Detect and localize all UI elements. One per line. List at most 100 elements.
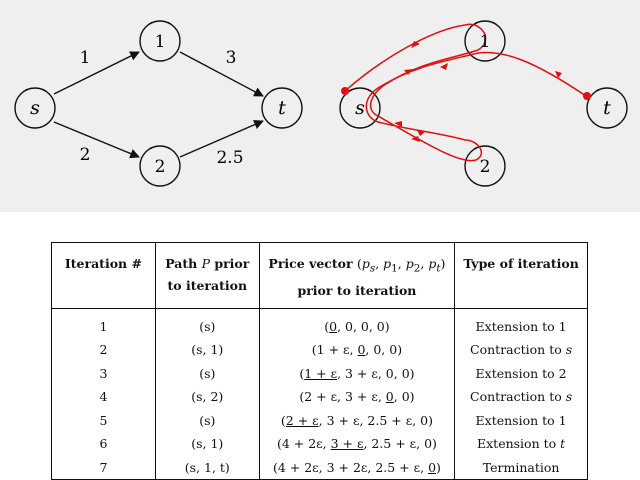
table-row: 2(s, 1)(1 + ε, 0, 0, 0)Contraction to s (52, 338, 588, 362)
node-t (261, 87, 303, 129)
node-t-right-label: t (603, 97, 611, 119)
path-arrowheads (394, 41, 562, 142)
path-value: (s, 2) (191, 389, 224, 405)
weight-2-t: 2.5 (216, 148, 243, 168)
header-path-line1-pre: Path (165, 256, 202, 271)
path-value: (s, 1, t) (184, 459, 230, 475)
path-back-to-s (369, 83, 387, 117)
node-t-label: t (278, 97, 286, 119)
iteration-number: 3 (99, 365, 108, 381)
cell-iteration: 3 (52, 362, 156, 386)
price-underlined: 0 (329, 318, 338, 334)
cell-type: Termination (454, 455, 588, 480)
path-value: (s) (199, 318, 216, 334)
header-path-line2: to iteration (167, 278, 248, 293)
price-vector: (0, 0, 0, 0) (324, 319, 389, 334)
type-text: Extension to 2 (475, 365, 567, 381)
path-arrow-7 (394, 121, 402, 127)
price-post: , 3 + ε, 0, 0) (337, 365, 415, 381)
cell-iteration: 2 (52, 338, 156, 362)
price-pre: ( (299, 365, 305, 381)
price-vector: (4 + 2ε, 3 + ε, 2.5 + ε, 0) (277, 436, 437, 451)
table-row: 7(s, 1, t)(4 + 2ε, 3 + 2ε, 2.5 + ε, 0)Te… (52, 455, 588, 480)
cell-path: (s) (154, 408, 260, 432)
cell-iteration: 1 (52, 308, 156, 338)
path-arrow-1 (411, 41, 420, 48)
header-type-label: Type of iteration (463, 256, 579, 271)
price-post: , 0) (393, 389, 415, 405)
iteration-number: 6 (99, 436, 108, 452)
iteration-table-wrapper: Iteration # Path P prior to iteration Pr… (51, 242, 588, 480)
edge-s-1 (53, 51, 140, 95)
path-extension-2-and-contraction (377, 115, 482, 162)
type-var: t (560, 436, 566, 452)
type-text: Contraction to (470, 389, 566, 405)
node-t-right (586, 87, 628, 129)
price-underlined: 0 (357, 342, 366, 358)
header-iteration: Iteration # (51, 242, 156, 309)
type-text: Extension to 1 (475, 412, 567, 428)
node-2 (139, 145, 181, 187)
path-arrow-5 (411, 136, 420, 142)
price-post: , 0, 0, 0) (337, 318, 390, 334)
header-path-line1-post: prior (210, 256, 250, 271)
price-vector: (1 + ε, 0, 0, 0) (312, 342, 402, 357)
weight-1-t: 3 (226, 48, 237, 68)
price-post: , 0, 0) (365, 342, 403, 358)
edge-2-t (179, 120, 264, 158)
price-underlined: 2 + ε (285, 412, 319, 428)
table-row: 3(s)(1 + ε, 3 + ε, 0, 0)Extension to 2 (52, 361, 588, 386)
header-price-math: (ps, p1, p2, pt) (356, 256, 446, 275)
cell-path: (s, 1, t) (154, 455, 260, 480)
header-price: Price vector (ps, p1, p2, pt) prior to i… (258, 242, 455, 309)
price-vector: (1 + ε, 3 + ε, 0, 0) (299, 366, 414, 381)
price-vector: (4 + 2ε, 3 + 2ε, 2.5 + ε, 0) (273, 460, 441, 475)
price-vector: (2 + ε, 3 + ε, 2.5 + ε, 0) (281, 413, 433, 428)
node-2-right (464, 145, 506, 187)
header-type: Type of iteration (454, 242, 588, 309)
table-row: 6(s, 1)(4 + 2ε, 3 + ε, 2.5 + ε, 0)Extens… (52, 432, 588, 456)
cell-type: Contraction to s (454, 385, 588, 409)
table-row: 1 (s) (0, 0, 0, 0) Extension to 1 (52, 308, 588, 338)
weight-s-1: 1 (80, 48, 91, 68)
price-underlined: 0 (428, 459, 437, 475)
cell-price: (2 + ε, 3 + ε, 0, 0) (258, 385, 455, 409)
price-post: ) (436, 459, 441, 475)
table-row: 5(s)(2 + ε, 3 + ε, 2.5 + ε, 0)Extension … (52, 408, 588, 432)
price-pre: (4 + 2ε, (276, 436, 331, 452)
node-1-label: 1 (155, 32, 166, 52)
path-end-dot (583, 92, 591, 100)
path-extension-1-and-contraction (344, 23, 487, 92)
algorithm-path (344, 23, 587, 162)
header-iteration-label: Iteration # (64, 256, 142, 271)
table-header-row: Iteration # Path P prior to iteration Pr… (51, 242, 588, 309)
node-2-right-label: 2 (480, 157, 491, 177)
cell-price: (0, 0, 0, 0) (258, 308, 455, 338)
cell-type: Extension to 1 (454, 408, 588, 432)
right-graph: s 1 2 t (339, 20, 628, 187)
graph-figure: s 1 2 t 1 2 3 2.5 (0, 0, 640, 212)
path-value: (s) (199, 412, 216, 428)
cell-iteration: 6 (52, 432, 156, 456)
cell-path: (s, 1) (154, 338, 260, 362)
cell-price: (4 + 2ε, 3 + ε, 2.5 + ε, 0) (258, 432, 455, 456)
type-text: Termination (482, 459, 560, 475)
path-value: (s, 1) (191, 342, 224, 358)
type-var: s (565, 342, 573, 358)
node-1-right-label: 1 (480, 32, 491, 52)
iteration-number: 4 (99, 389, 108, 405)
type-var: s (565, 389, 573, 405)
cell-path: (s, 2) (154, 385, 260, 409)
node-1 (139, 20, 181, 62)
price-underlined: 1 + ε (304, 365, 338, 381)
weight-s-2: 2 (80, 145, 91, 165)
path-arrow-3 (404, 69, 413, 75)
price-pre: (2 + ε, 3 + ε, (299, 389, 386, 405)
table-row: 4(s, 2)(2 + ε, 3 + ε, 0, 0)Contraction t… (52, 385, 588, 409)
node-s (14, 87, 56, 129)
cell-type: Extension to 1 (454, 308, 588, 338)
cell-path: (s, 1) (154, 432, 260, 456)
iteration-table: Iteration # Path P prior to iteration Pr… (51, 242, 588, 480)
path-arrow-6 (417, 130, 426, 136)
